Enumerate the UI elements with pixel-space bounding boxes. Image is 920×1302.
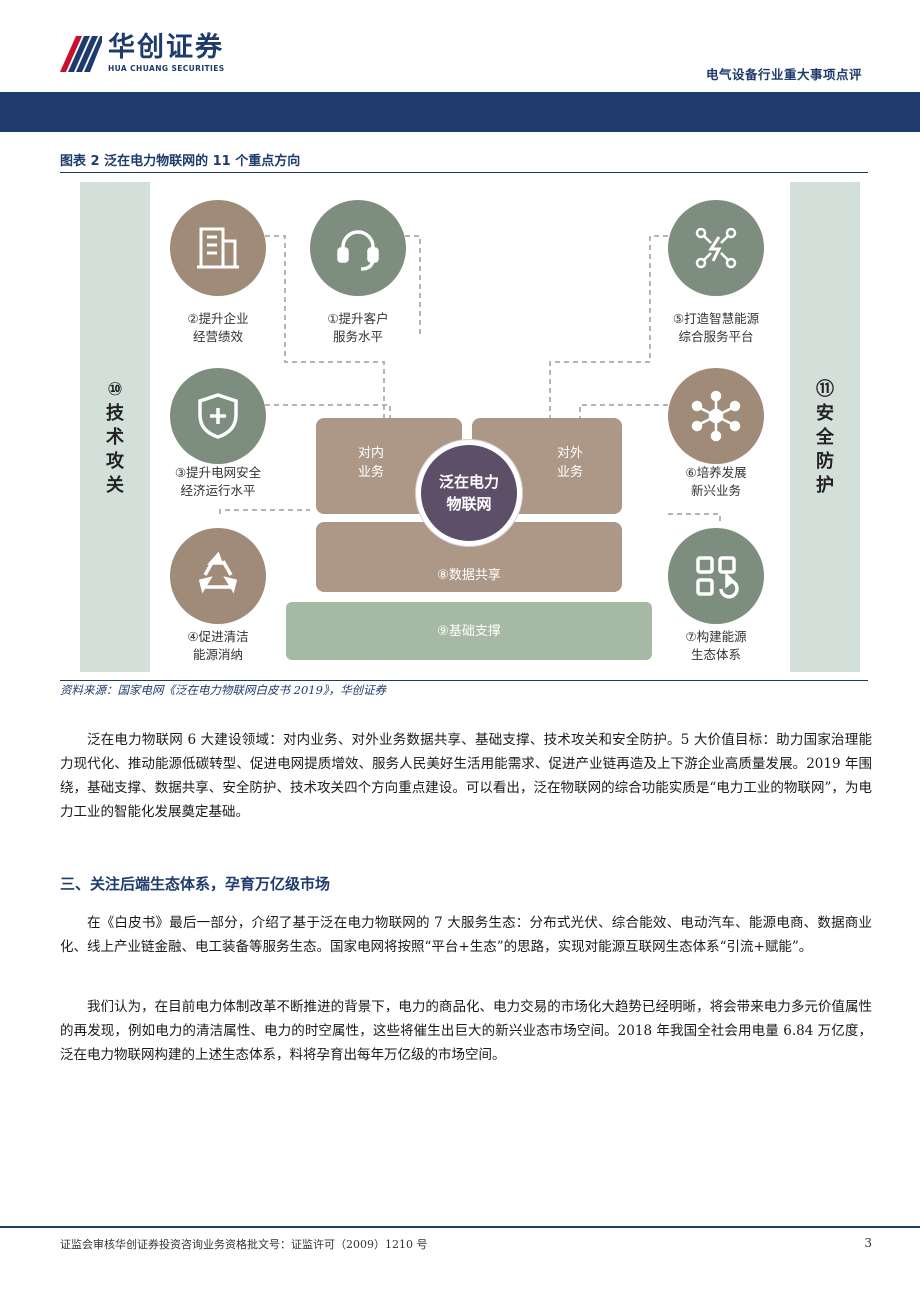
enterprise-performance-circle: [170, 200, 266, 296]
company-logo: 华创证券 HUA CHUANG SECURITIES: [58, 32, 258, 78]
caption-rule: [60, 172, 868, 173]
clean-energy-circle: [170, 528, 266, 624]
logo-chinese: 华创证券: [108, 32, 224, 63]
figure-source: 资料来源：国家电网《泛在电力物联网白皮书 2019》，华创证券: [60, 683, 387, 697]
shield-plus-icon: [198, 393, 238, 439]
source-rule: [60, 680, 868, 681]
footer-rule: [0, 1226, 920, 1228]
label-customer-service: ①提升客户 服务水平: [327, 311, 389, 344]
grid-security-circle: [170, 368, 266, 464]
building-icon: [197, 227, 239, 269]
label-smart-energy-platform: ⑤打造智慧能源 综合服务平台: [672, 311, 760, 344]
ecosystem-icon: [696, 556, 739, 599]
center-iot-circle: 泛在电力 物联网: [416, 440, 522, 546]
smart-energy-icon: [695, 227, 737, 269]
page-number: 3: [864, 1236, 872, 1250]
header-band: [0, 92, 920, 132]
logo-mark-icon: [60, 36, 102, 72]
paragraph-construction-areas: 泛在电力物联网 6 大建设领域：对内业务、对外业务数据共享、基础支撑、技术攻关和…: [60, 732, 872, 820]
data-sharing-label: ⑧数据共享: [437, 568, 501, 583]
security-protection-label: ⑪ 安 全 防 护: [816, 379, 834, 496]
tech-breakthrough-label: ⑩ 技 术 攻 关: [106, 379, 124, 496]
label-clean-energy: ④促进清洁 能源消纳: [187, 629, 249, 662]
headset-icon: [337, 230, 379, 271]
section-title: 三、关注后端生态体系，孕育万亿级市场: [60, 875, 331, 893]
label-grid-security: ③提升电网安全 经济运行水平: [174, 465, 262, 498]
recycle-icon: [198, 551, 238, 594]
center-iot-label: 泛在电力 物联网: [438, 473, 499, 513]
paragraph-white-paper: 在《白皮书》最后一部分，介绍了基于泛在电力物联网的 7 大服务生态：分布式光伏、…: [60, 915, 872, 955]
logo-english: HUA CHUANG SECURITIES: [108, 64, 225, 73]
outer-business-label: 对外 业务: [556, 446, 583, 480]
label-energy-ecosystem: ⑦构建能源 生态体系: [685, 629, 747, 662]
security-protection-bar: ⑪ 安 全 防 护: [790, 182, 860, 672]
energy-ecosystem-circle: [668, 528, 764, 624]
connector-lines: [219, 235, 721, 522]
paragraph-market-view: 我们认为，在目前电力体制改革不断推进的背景下，电力的商品化、电力交易的市场化大趋…: [60, 999, 872, 1063]
footer-license: 证监会审核华创证券投资咨询业务资格批文号：证监许可（2009）1210 号: [60, 1238, 428, 1251]
label-enterprise-performance: ②提升企业 经营绩效: [187, 311, 249, 344]
report-type: 电气设备行业重大事项点评: [705, 67, 862, 82]
inner-business-label: 对内 业务: [357, 446, 384, 480]
smart-energy-platform-circle: [668, 200, 764, 296]
figure-caption: 图表 2 泛在电力物联网的 11 个重点方向: [60, 154, 301, 169]
emerging-business-circle: [668, 368, 764, 464]
foundation-block: [286, 602, 652, 660]
foundation-label: ⑨基础支撑: [437, 624, 501, 639]
customer-service-circle: [310, 200, 406, 296]
network-icon: [691, 390, 741, 442]
iot-directions-diagram: ⑩ 技 术 攻 关 ⑪ 安 全 防 护: [60, 176, 868, 678]
tech-breakthrough-bar: ⑩ 技 术 攻 关: [80, 182, 150, 672]
label-emerging-business: ⑥培养发展 新兴业务: [685, 465, 747, 498]
